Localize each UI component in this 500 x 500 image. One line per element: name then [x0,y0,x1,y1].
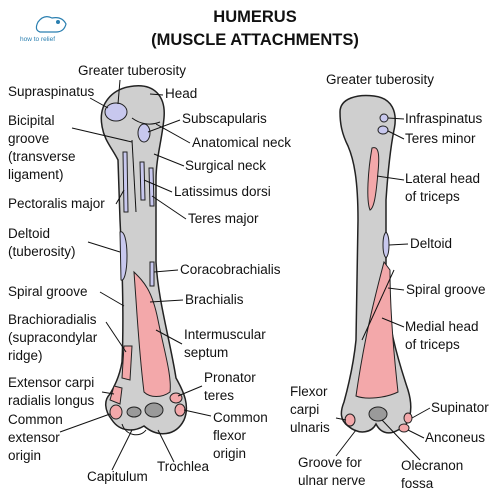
label-bicipital-1: Bicipital [8,113,55,128]
capitulum-shape [121,423,147,436]
label-coracobrachialis: Coracobrachialis [180,262,281,277]
olecranon-fossa [368,406,388,422]
common-extensor-origin [109,404,123,420]
label-intermuscular-1: Intermuscular [184,327,266,342]
lateral-head-triceps [367,147,380,211]
logo-dot [56,20,60,24]
label-lateral-2: of triceps [405,189,460,204]
label-infraspinatus: Infraspinatus [405,111,483,126]
label-deltoid-post: Deltoid [410,236,452,251]
label-groove-2: ulnar nerve [298,473,366,488]
label-common-flex-2: flexor [213,428,247,443]
label-greater-tuberosity-ant: Greater tuberosity [78,63,186,78]
label-bicipital-4: ligament) [8,167,64,182]
label-groove-1: Groove for [298,455,362,470]
anconeus-origin [398,423,410,433]
deltoid-tuberosity [119,231,128,281]
deltoid-tuberosity-post [382,231,390,259]
posterior-leaders [335,117,431,461]
label-trochlea: Trochlea [157,459,210,474]
label-head: Head [165,86,197,101]
label-brachialis: Brachialis [185,292,244,307]
label-supraspinatus: Supraspinatus [8,84,95,99]
medial-head-triceps [355,260,399,399]
label-flexor-1: Flexor [290,384,328,399]
label-pronator-1: Pronator [204,370,256,385]
label-bicipital-2: groove [8,131,49,146]
pectoralis-insertion [122,151,129,213]
teres-major-insertion [148,167,155,207]
label-anatomical-neck: Anatomical neck [192,135,291,150]
label-latissimus: Latissimus dorsi [174,184,271,199]
logo-icon [35,16,67,33]
supraspinatus-insertion [104,102,128,122]
label-supinator: Supinator [431,400,489,415]
label-subscapularis: Subscapularis [182,111,267,126]
label-common-ext-1: Common [8,412,63,427]
spiral-groove-post [361,269,395,341]
label-brachioradialis-3: ridge) [8,348,43,363]
label-flexor-2: carpi [290,402,319,417]
label-medial-1: Medial head [405,319,479,334]
label-intermuscular-2: septum [184,345,228,360]
logo-text: how to relief [20,36,55,43]
label-brachioradialis-1: Brachioradialis [8,312,97,327]
brachialis-origin [133,270,171,397]
radial-fossa [126,406,142,418]
label-common-ext-3: origin [8,448,41,463]
label-teres-minor: Teres minor [405,131,476,146]
infraspinatus-insertion [379,113,389,123]
label-bicipital-3: (transverse [8,149,76,164]
label-deltoid-1: Deltoid [8,226,50,241]
title-line-2: (MUSCLE ATTACHMENTS) [151,31,359,49]
label-pectoralis: Pectoralis major [8,196,105,211]
label-brachioradialis-2: (supracondylar [8,330,98,345]
common-flexor-origin [174,403,186,417]
posterior-humerus [339,94,413,434]
anatomical-neck-line [131,117,161,125]
label-capitulum: Capitulum [87,469,148,484]
label-olecranon-2: fossa [401,476,434,491]
title-line-1: HUMERUS [213,8,296,26]
brachioradialis-origin [121,345,133,381]
label-common-flex-1: Common [213,410,268,425]
label-pronator-2: teres [204,388,234,403]
coronoid-fossa [144,402,164,418]
latissimus-insertion [139,161,146,201]
label-anconeus: Anconeus [425,430,485,445]
label-greater-tuberosity-post: Greater tuberosity [326,72,434,87]
label-deltoid-2: (tuberosity) [8,244,76,259]
label-lateral-1: Lateral head [405,171,480,186]
logo: how to relief [20,16,67,43]
extensor-carpi-origin [109,385,123,405]
supinator-origin [403,412,413,424]
bicipital-groove [131,139,137,213]
label-flexor-3: ulnaris [290,420,330,435]
label-extensor-2: radialis longus [8,393,95,408]
pronator-teres-origin [169,392,183,404]
teres-minor-insertion [377,125,389,135]
label-olecranon-1: Olecranon [401,458,463,473]
label-spiral-groove-ant: Spiral groove [8,284,88,299]
label-surgical-neck: Surgical neck [185,158,266,173]
flexor-carpi-origin [344,413,356,427]
subscapularis-insertion [137,123,151,143]
label-extensor-1: Extensor carpi [8,375,94,390]
label-common-ext-2: extensor [8,430,60,445]
anterior-leaders [59,79,212,471]
label-common-flex-3: origin [213,446,246,461]
coracobrachialis-insertion [149,261,155,287]
label-teres-major: Teres major [188,211,259,226]
label-spiral-groove-post: Spiral groove [406,282,486,297]
label-medial-2: of triceps [405,337,460,352]
